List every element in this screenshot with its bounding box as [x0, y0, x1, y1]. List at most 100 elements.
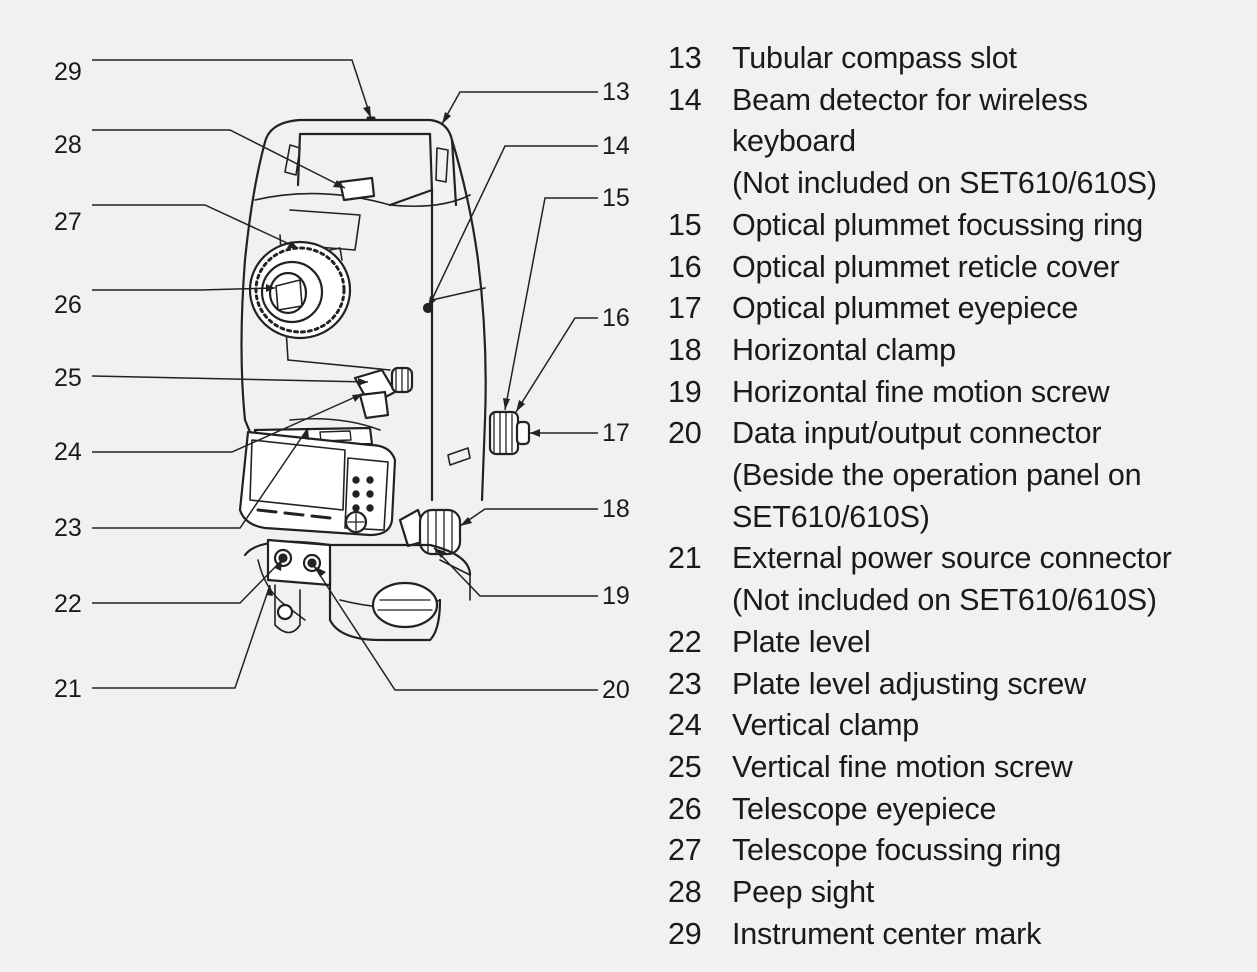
legend-number: 23 — [668, 666, 702, 701]
legend-description-line: Telescope eyepiece — [732, 791, 997, 826]
callout-18: 18 — [602, 495, 630, 523]
leader-line-22 — [92, 559, 283, 604]
total-station-drawing — [91, 59, 598, 691]
legend-description-line: Vertical fine motion screw — [732, 749, 1073, 784]
callout-14: 14 — [602, 132, 630, 160]
legend-number: 28 — [668, 875, 702, 910]
operation-panel — [238, 430, 397, 537]
callout-19: 19 — [602, 582, 630, 610]
legend-number: 21 — [668, 541, 702, 576]
legend-description-line: Optical plummet eyepiece — [732, 291, 1079, 326]
legend-item-21: 21 External power source connector(Not in… — [668, 538, 1248, 621]
callout-20: 20 — [602, 676, 630, 704]
callout-26: 26 — [54, 291, 82, 319]
telescope-eyepiece-assembly — [248, 240, 352, 340]
legend-description: Horizontal clamp — [732, 330, 1248, 372]
callout-28: 28 — [54, 131, 82, 159]
legend-description: Optical plummet focussing ring — [732, 205, 1248, 247]
legend-description-line: Optical plummet focussing ring — [732, 207, 1144, 242]
legend-description: External power source connector(Not incl… — [732, 538, 1248, 621]
legend-description: Peep sight — [732, 872, 1248, 914]
legend-number: 15 — [668, 207, 702, 242]
carrying-handle — [263, 118, 458, 207]
legend-item-23: 23 Plate level adjusting screw — [668, 664, 1248, 706]
leader-line-15 — [504, 197, 598, 411]
legend-item-16: 16 Optical plummet reticle cover — [668, 247, 1248, 289]
callout-16: 16 — [602, 304, 630, 332]
vertical-clamp-assembly — [353, 366, 414, 420]
legend-number: 14 — [668, 82, 702, 117]
leader-arrowheads — [266, 106, 540, 596]
leader-lines — [91, 59, 598, 691]
leader-line-24 — [92, 393, 363, 453]
legend-description-line: Beam detector for wireless — [732, 82, 1088, 117]
legend-item-28: 28 Peep sight — [668, 872, 1248, 914]
legend-number: 22 — [668, 624, 702, 659]
peep-sight — [338, 176, 376, 202]
legend-number: 27 — [668, 833, 702, 868]
legend-item-27: 27 Telescope focussing ring — [668, 830, 1248, 872]
legend-description: Plate level — [732, 622, 1248, 664]
legend-description-line: (Not included on SET610/610S) — [732, 166, 1157, 201]
legend-description-line: Data input/output connector — [732, 416, 1102, 451]
legend-description-line: Vertical clamp — [732, 708, 920, 743]
legend-description-line: Peep sight — [732, 875, 875, 910]
legend-description-line: SET610/610S) — [732, 499, 930, 534]
legend-number: 29 — [668, 916, 702, 951]
callout-23: 23 — [54, 514, 82, 542]
callout-13: 13 — [602, 78, 630, 106]
legend-description-line: Telescope focussing ring — [732, 833, 1062, 868]
callout-25: 25 — [54, 364, 82, 392]
legend-description-line: Plate level adjusting screw — [732, 666, 1087, 701]
leader-line-16 — [515, 317, 598, 413]
legend-number: 19 — [668, 374, 702, 409]
callout-21: 21 — [54, 675, 82, 703]
leader-line-21 — [92, 584, 271, 689]
legend-number: 16 — [668, 249, 702, 284]
legend-description-line: Plate level — [732, 624, 871, 659]
callout-22: 22 — [54, 590, 82, 618]
legend-item-18: 18 Horizontal clamp — [668, 330, 1248, 372]
leader-line-28 — [92, 129, 346, 189]
leader-line-20 — [313, 565, 598, 691]
legend-description: Optical plummet eyepiece — [732, 288, 1248, 330]
legend-description: Vertical clamp — [732, 705, 1248, 747]
leader-line-27 — [92, 204, 299, 249]
leader-line-29 — [92, 59, 372, 119]
legend-description: Vertical fine motion screw — [732, 747, 1248, 789]
callout-24: 24 — [54, 438, 82, 466]
leader-line-13 — [441, 91, 598, 125]
legend-number: 26 — [668, 791, 702, 826]
legend-description-line: Tubular compass slot — [732, 41, 1017, 75]
legend-item-26: 26 Telescope eyepiece — [668, 789, 1248, 831]
legend-description-line: Horizontal clamp — [732, 332, 956, 367]
legend-item-22: 22 Plate level — [668, 622, 1248, 664]
legend-description: Plate level adjusting screw — [732, 664, 1248, 706]
callout-15: 15 — [602, 184, 630, 212]
leader-line-18 — [459, 508, 598, 527]
legend-item-29: 29 Instrument center mark — [668, 914, 1248, 956]
connectors — [266, 538, 332, 634]
legend-number: 18 — [668, 332, 702, 367]
horizontal-clamp-assembly — [398, 508, 462, 556]
legend-description: Optical plummet reticle cover — [732, 247, 1248, 289]
leader-line-23 — [92, 427, 309, 529]
legend-description-line: (Beside the operation panel on — [732, 458, 1142, 493]
optical-plummet — [488, 410, 531, 456]
legend-description-line: keyboard — [732, 124, 856, 159]
legend-item-14: 14 Beam detector for wireless keyboard (Not… — [668, 80, 1248, 205]
legend-description: Telescope eyepiece — [732, 789, 1248, 831]
legend-description-line: External power source connector — [732, 541, 1172, 576]
legend-description: Instrument center mark — [732, 914, 1248, 956]
legend-item-15: 15 Optical plummet focussing ring — [668, 205, 1248, 247]
legend-description-line: Instrument center mark — [732, 916, 1042, 951]
callout-29: 29 — [54, 58, 82, 86]
leader-line-14 — [427, 145, 598, 309]
